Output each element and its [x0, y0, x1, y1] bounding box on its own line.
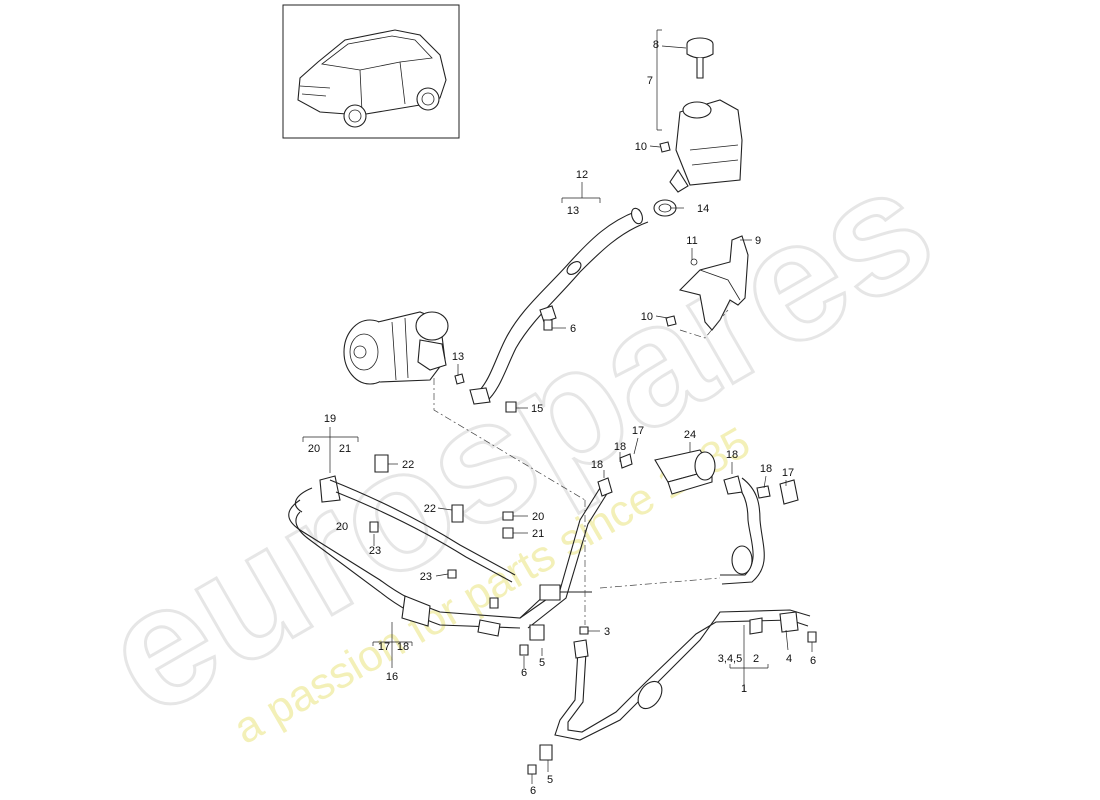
callout-17-b: 17: [782, 467, 794, 479]
high-pressure-hose: [554, 609, 811, 741]
mounting-bracket: [665, 235, 749, 331]
watermark: eurospares a passion for parts since 198…: [72, 128, 964, 754]
callout-23-left: 23: [369, 545, 381, 557]
callout-20-group: 20: [308, 443, 320, 455]
callout-2: 2: [753, 653, 759, 665]
callout-16: 16: [386, 671, 398, 683]
suction-hose: [469, 207, 649, 405]
callout-13-pump: 13: [452, 351, 464, 363]
watermark-brand: eurospares: [74, 129, 963, 752]
callout-10-upper: 10: [635, 141, 647, 153]
fasteners: [369, 319, 817, 775]
callout-15: 15: [531, 403, 543, 415]
connection-lines: [433, 309, 729, 625]
callout-3-4-5: 3,4,5: [718, 653, 742, 665]
callout-21-group: 21: [339, 443, 351, 455]
nut-10a: [659, 141, 671, 153]
callout-7: 7: [647, 75, 653, 87]
callout-19: 19: [324, 413, 336, 425]
callout-labels: 8 7 10 14 12 13 11 9 10 6 13 15 19 20 21…: [308, 39, 816, 797]
callout-10-lower: 10: [641, 311, 653, 323]
callout-11: 11: [686, 235, 697, 247]
callout-6-upper: 6: [521, 667, 527, 679]
callout-18-b: 18: [614, 441, 626, 453]
vehicle-thumbnail: [282, 4, 460, 139]
callout-13-upper: 13: [567, 205, 579, 217]
callout-12: 12: [576, 169, 588, 181]
reservoir-assembly: [653, 37, 743, 217]
callout-18-group: 18: [397, 641, 409, 653]
callout-3: 3: [604, 626, 610, 638]
callout-9: 9: [755, 235, 761, 247]
damper: [597, 449, 716, 497]
callout-21-right: 21: [532, 528, 544, 540]
callout-6-hose: 6: [570, 323, 576, 335]
callout-23-lower: 23: [420, 571, 432, 583]
callout-5-upper: 5: [539, 657, 545, 669]
reservoir-cap: [686, 37, 714, 79]
callout-6-right: 6: [810, 655, 816, 667]
leader-lines: [302, 29, 813, 784]
callout-20-right: 20: [532, 511, 544, 523]
callout-22-lower: 22: [424, 503, 436, 515]
callout-22-upper: 22: [402, 459, 414, 471]
callout-24: 24: [684, 429, 696, 441]
callout-14: 14: [697, 203, 709, 215]
callout-1: 1: [741, 683, 747, 695]
steering-pump: [343, 311, 465, 385]
callout-18-a: 18: [591, 459, 603, 471]
callout-6-lower: 6: [530, 785, 536, 797]
callout-5-lower: 5: [547, 774, 553, 786]
return-line-assembly: [288, 475, 609, 637]
callout-17-a: 17: [632, 425, 644, 437]
callout-17-group: 17: [378, 641, 390, 653]
callout-18-c: 18: [726, 449, 738, 461]
callout-4: 4: [786, 653, 792, 665]
reservoir-tank: [669, 99, 743, 193]
callout-8: 8: [653, 39, 659, 51]
pressure-line: [720, 475, 799, 585]
suv-icon: [297, 29, 447, 128]
callout-20-left: 20: [336, 521, 348, 533]
callout-18-d: 18: [760, 463, 772, 475]
